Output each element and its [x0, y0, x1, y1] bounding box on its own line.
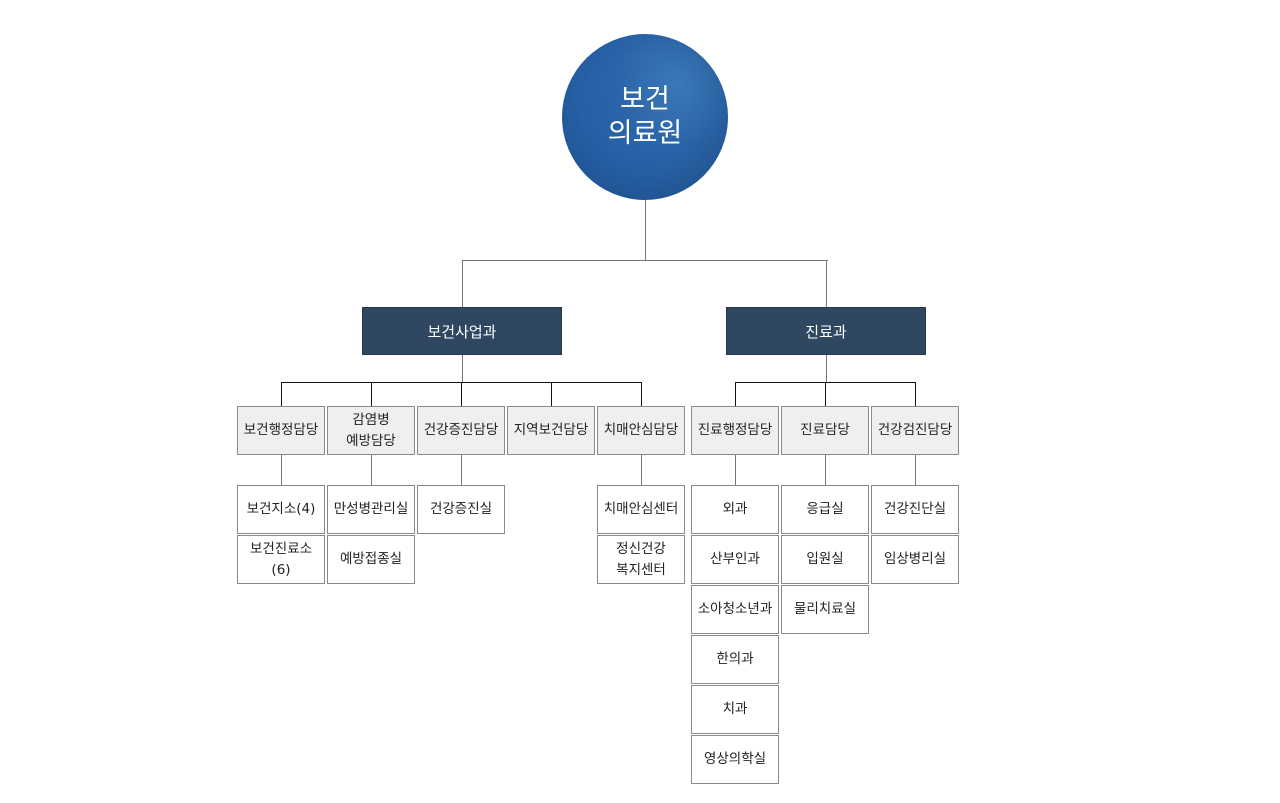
- connector-line: [281, 382, 282, 406]
- unit-box: 만성병관리실: [327, 485, 415, 534]
- team-box: 진료담당: [781, 406, 869, 455]
- team-box: 진료행정담당: [691, 406, 779, 455]
- team-box: 건강검진담당: [871, 406, 959, 455]
- connector-line: [915, 455, 916, 485]
- connector-line: [551, 382, 552, 406]
- unit-box: 건강증진실: [417, 485, 505, 534]
- unit-box: 정신건강 복지센터: [597, 535, 685, 584]
- connector-line: [462, 355, 463, 382]
- department-box: 진료과: [726, 307, 926, 355]
- connector-line: [371, 455, 372, 485]
- unit-box: 영상의학실: [691, 735, 779, 784]
- team-box: 지역보건담당: [507, 406, 595, 455]
- unit-box: 물리치료실: [781, 585, 869, 634]
- unit-box: 소아청소년과: [691, 585, 779, 634]
- connector-line: [371, 382, 372, 406]
- connector-line: [915, 382, 916, 406]
- connector-line: [825, 455, 826, 485]
- unit-box: 한의과: [691, 635, 779, 684]
- connector-line: [641, 382, 642, 406]
- unit-box: 보건지소(4): [237, 485, 325, 534]
- unit-box: 외과: [691, 485, 779, 534]
- team-box: 보건행정담당: [237, 406, 325, 455]
- connector-line: [825, 382, 826, 406]
- unit-box: 건강진단실: [871, 485, 959, 534]
- team-box: 감염병 예방담당: [327, 406, 415, 455]
- team-box: 치매안심담당: [597, 406, 685, 455]
- connector-line: [462, 260, 828, 261]
- connector-line: [645, 200, 646, 260]
- connector-line: [826, 260, 827, 307]
- root-node-health-medical-center: 보건 의료원: [562, 34, 728, 200]
- connector-line: [461, 455, 462, 485]
- department-box: 보건사업과: [362, 307, 562, 355]
- unit-box: 임상병리실: [871, 535, 959, 584]
- connector-line: [735, 455, 736, 485]
- unit-box: 응급실: [781, 485, 869, 534]
- connector-line: [462, 260, 463, 307]
- connector-line: [281, 455, 282, 485]
- unit-box: 보건진료소 (6): [237, 535, 325, 584]
- connector-line: [461, 382, 462, 406]
- unit-box: 입원실: [781, 535, 869, 584]
- connector-line: [641, 455, 642, 485]
- team-box: 건강증진담당: [417, 406, 505, 455]
- unit-box: 산부인과: [691, 535, 779, 584]
- unit-box: 예방접종실: [327, 535, 415, 584]
- connector-line: [735, 382, 736, 406]
- unit-box: 치매안심센터: [597, 485, 685, 534]
- unit-box: 치과: [691, 685, 779, 734]
- connector-line: [826, 355, 827, 382]
